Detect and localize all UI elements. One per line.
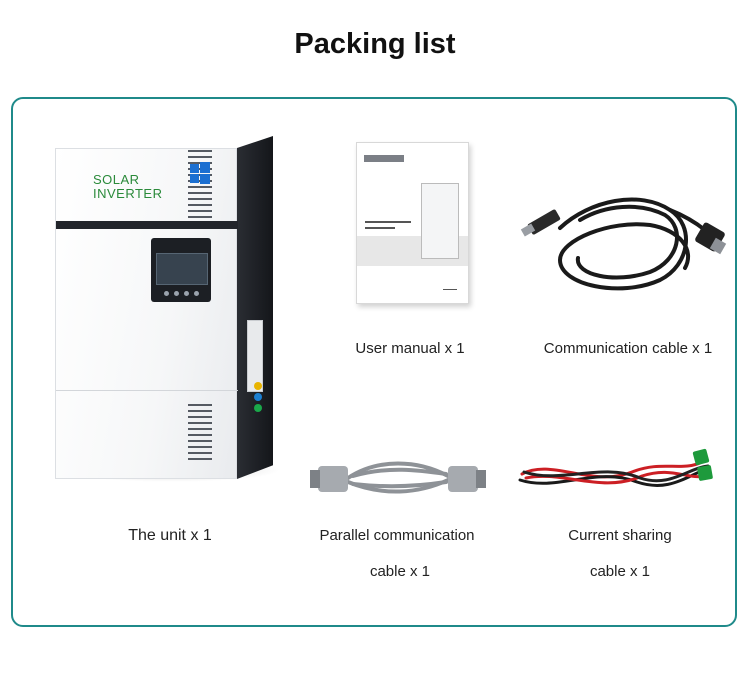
spec-sticker: [247, 320, 263, 392]
logo-line-1: SOLAR: [93, 172, 140, 187]
communication-cable-image: [520, 197, 727, 291]
lcd-display: [156, 253, 208, 285]
manual-label: User manual x 1: [355, 340, 465, 357]
parallel-cable-label-line1: Parallel communication: [319, 527, 475, 544]
current-sharing-label-line2: cable x 1: [589, 563, 651, 580]
parallel-cable-image: [310, 461, 486, 494]
current-sharing-cable-image: [518, 448, 713, 487]
logo-line-2: INVERTER: [93, 186, 163, 201]
inverter-body: [55, 136, 281, 482]
user-manual-image: [356, 142, 469, 304]
current-sharing-label-line1: Current sharing: [568, 527, 672, 544]
page-title: Packing list: [294, 28, 456, 60]
parallel-cable-label-line2: cable x 1: [369, 563, 431, 580]
product-logo-text: SOLAR INVERTER: [93, 173, 163, 201]
packing-list-frame: [11, 97, 737, 627]
communication-cable-label: Communication cable x 1: [543, 340, 713, 357]
unit-label: The unit x 1: [128, 527, 212, 544]
inverter-side-panel: [237, 136, 273, 479]
windows-logo-icon: [188, 160, 212, 184]
